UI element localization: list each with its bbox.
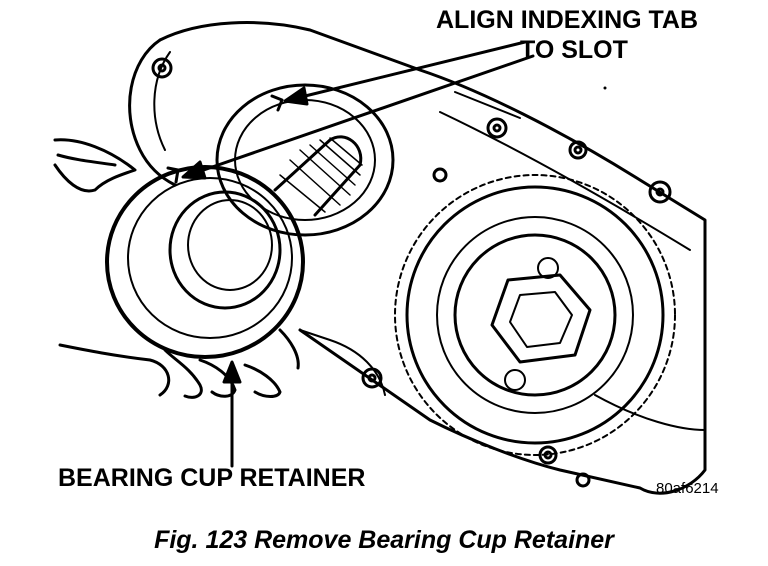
bearing-cup-retainer [105,165,305,359]
case-housing [128,21,707,495]
technician-hands [53,138,300,399]
indexing-slot [270,94,284,112]
figure-id: 80af6214 [656,480,719,497]
to-slot-label: TO SLOT [520,36,628,64]
callout-arrows [181,40,535,468]
align-indexing-tab-label: ALIGN INDEXING TAB [436,6,699,34]
hex-hub [490,273,592,364]
drive-sprocket [394,174,676,456]
indexing-tab [166,166,180,184]
bearing-bore [215,83,395,237]
output-shaft [273,135,363,217]
figure-caption: Fig. 123 Remove Bearing Cup Retainer [154,526,614,554]
speck [603,86,607,90]
bearing-cup-retainer-label: BEARING CUP RETAINER [58,464,366,492]
